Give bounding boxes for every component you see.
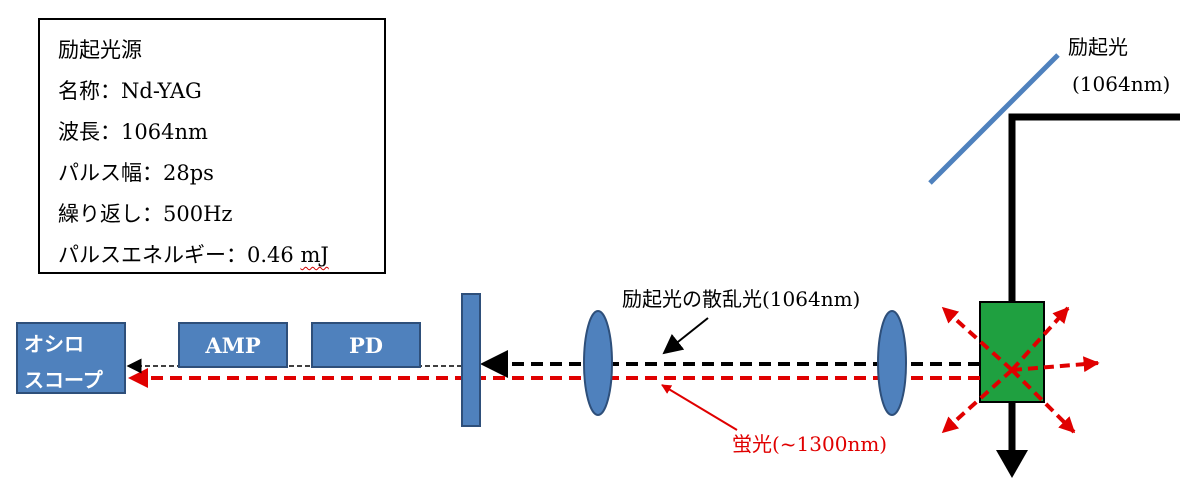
pd-box: PD bbox=[311, 322, 421, 368]
lens-right bbox=[877, 310, 907, 416]
excitation-beam-arrowhead bbox=[996, 450, 1028, 478]
scattered-label-pointer bbox=[662, 317, 709, 355]
scattered-light-label: 励起光の散乱光(1064nm) bbox=[622, 287, 861, 311]
filter-plate bbox=[461, 293, 481, 427]
emission-arrow-down-right bbox=[1010, 368, 1076, 434]
excitation-label: 励起光 bbox=[1068, 35, 1128, 59]
mirror bbox=[928, 53, 1060, 185]
oscilloscope-label-line1: オシロ bbox=[24, 332, 84, 356]
spec-energy-unit: mJ bbox=[300, 243, 329, 267]
emission-arrow-up-right bbox=[1010, 306, 1070, 372]
spec-title: 励起光源 bbox=[58, 38, 142, 62]
amp-box: AMP bbox=[178, 322, 288, 368]
spec-name: 名称：Nd-YAG bbox=[58, 79, 202, 103]
excitation-wavelength-label: (1064nm) bbox=[1072, 72, 1171, 96]
spec-pulse-energy: パルスエネルギー：0.46 mJ bbox=[58, 239, 329, 269]
laser-spec-box: 励起光源 名称：Nd-YAG 波長：1064nm パルス幅：28ps 繰り返し：… bbox=[38, 18, 386, 274]
spec-pulse-energy-text: パルスエネルギー：0.46 bbox=[58, 243, 301, 267]
fluorescence-label-pointer bbox=[661, 384, 738, 431]
spec-repetition: 繰り返し：500Hz bbox=[58, 202, 233, 226]
fluorescence-label: 蛍光(~1300nm) bbox=[732, 432, 888, 456]
oscilloscope-label-line2: スコープ bbox=[24, 368, 103, 392]
oscilloscope-box: オシロ スコープ bbox=[16, 322, 126, 394]
spec-wavelength: 波長：1064nm bbox=[58, 120, 208, 144]
sample-cell bbox=[979, 301, 1045, 403]
lens-left bbox=[583, 310, 613, 416]
spec-pulse-width: パルス幅：28ps bbox=[58, 161, 214, 185]
emission-arrow-right bbox=[1011, 356, 1100, 373]
